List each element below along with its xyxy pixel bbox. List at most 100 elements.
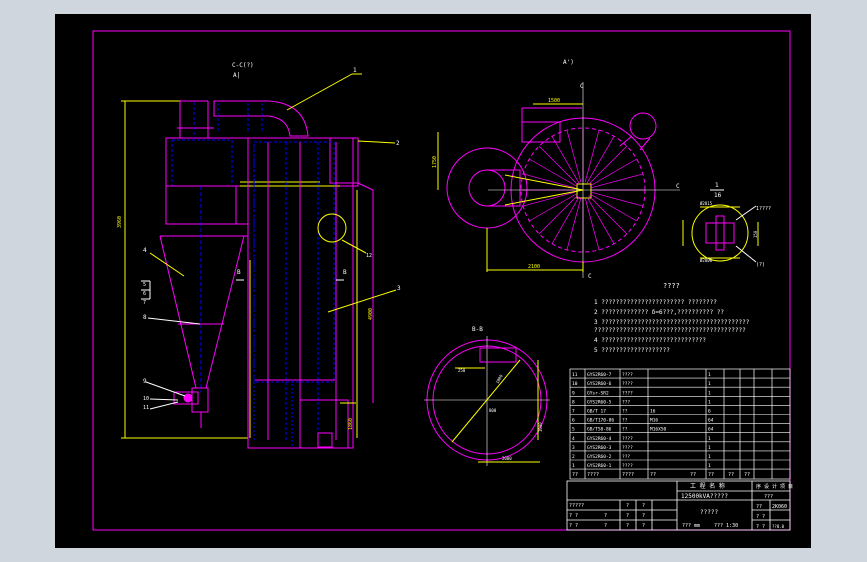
tb-sheet: ??? 1:30 xyxy=(714,523,738,529)
tb-rev: ??0.0 xyxy=(772,524,785,529)
drawing-sheet: C-C(?) A| 3960 xyxy=(55,14,811,548)
plan-view-title: A') xyxy=(563,59,574,66)
note-line-5: 4 ????????????????????????????? xyxy=(594,337,706,344)
callout-1: 1 xyxy=(353,67,357,74)
detail-view: 1 16 Ø2815 150 Ø2800 1???? (?) xyxy=(682,182,771,268)
section-mark-c2: C xyxy=(676,183,680,190)
tb-scale: ??? mm xyxy=(682,523,700,529)
plan-spoke xyxy=(523,191,576,207)
plan-spoke xyxy=(529,158,577,187)
dim-plan-height: 1750 xyxy=(432,156,438,168)
bom-cell: GB/T 17 xyxy=(587,409,606,415)
bom-cell: ?? xyxy=(622,427,628,433)
bom-cell: 1 xyxy=(708,390,711,396)
section-mark-b1: B xyxy=(237,269,241,276)
bom-cell: ???? xyxy=(622,436,633,442)
bom-cell: ?? xyxy=(622,418,628,424)
bom-header-cell: ???? xyxy=(587,472,599,478)
note-line-1: 1 ??????????????????????? ???????? xyxy=(594,299,717,306)
tb-left-r2: ? ? xyxy=(569,513,578,519)
bom-cell: 9 xyxy=(572,390,575,396)
note-line-4: ????????????????????????????????????????… xyxy=(594,327,746,334)
sec-dim-right: 1000 xyxy=(538,422,543,432)
title-block xyxy=(566,480,791,531)
callout-6: 6 xyxy=(143,291,146,297)
bom-cell: GYS2R60-4 xyxy=(587,436,612,442)
plan-spoke xyxy=(588,145,628,185)
bom-cell: 8 xyxy=(572,399,575,405)
tb-left-r1: ????? xyxy=(569,503,584,509)
callout-12: 12 xyxy=(366,253,372,259)
side-elevation-view: C-C(?) A| 3960 xyxy=(117,62,397,449)
bom-cell: ???? xyxy=(622,372,633,378)
bom-cell: ??? xyxy=(622,454,630,460)
dim-height-right: 4900 xyxy=(368,308,374,320)
bom-cell: 11 xyxy=(572,372,578,378)
bom-cell: M16 xyxy=(650,418,658,424)
cad-drawing: C-C(?) A| 3960 xyxy=(92,30,793,531)
callout-9: 9 xyxy=(143,378,147,385)
bom-cell: GYS2R60-3 xyxy=(587,445,612,451)
plan-spoke xyxy=(586,136,615,184)
plan-spoke xyxy=(586,196,615,244)
sec-dim-mid: 800 xyxy=(489,408,497,413)
callout-11: 11 xyxy=(143,405,149,411)
tb-left-r2-c3: ? xyxy=(642,513,645,519)
tb-right-r2: ? ? xyxy=(756,514,765,520)
bom-cell: GB/T58-86 xyxy=(587,427,612,433)
tb-design-unit: 序 设 计 项 目 xyxy=(756,483,793,490)
dim-height-total: 3960 xyxy=(117,216,123,228)
plan-spoke xyxy=(529,193,577,222)
bom-cell: GYS2R60-5 xyxy=(587,399,612,405)
bom-cell: 1 xyxy=(708,381,711,387)
tb-stage: ??? xyxy=(764,494,773,500)
tb-left-r1-c2: ? xyxy=(626,503,629,509)
side-view-title: C-C(?) xyxy=(232,62,254,69)
plan-spoke xyxy=(551,196,580,244)
plan-spoke xyxy=(566,130,582,183)
plan-spoke xyxy=(589,158,637,187)
bom-cell: 1 xyxy=(708,399,711,405)
section-mark-c1: C xyxy=(580,83,584,90)
bom-cell: 64 xyxy=(708,418,714,424)
bom-cell: 4 xyxy=(572,436,575,442)
bom-cell: 7 xyxy=(572,409,575,415)
section-mark-c3: C xyxy=(588,273,592,280)
dim-height-bottom: 1860 xyxy=(348,418,354,430)
callout-10: 10 xyxy=(143,396,149,402)
detail-dim-w: Ø2815 xyxy=(700,201,713,206)
bom-cell: ?? xyxy=(622,409,628,415)
tb-drawing-name: ????? xyxy=(700,509,718,516)
tb-drawing-no: 2K060 xyxy=(772,504,787,510)
plan-spoke xyxy=(566,197,582,250)
bom-header-cell: ?? xyxy=(744,472,750,478)
bom-cell: 1 xyxy=(708,372,711,378)
bom-cell: GYS2R60-1 xyxy=(587,463,612,469)
note-line-6: 5 ??????????????????? xyxy=(594,347,670,354)
bom-cell: 3 xyxy=(572,445,575,451)
callout-2: 2 xyxy=(396,140,400,147)
section-bb-view: B-B 250 1880 800 1000 2000 xyxy=(424,326,550,466)
note-line-3: 3 ??????????????????????????????????????… xyxy=(594,319,750,326)
bom-cell: GB/T170-86 xyxy=(587,418,614,424)
bom-cell: GYsr-SR2 xyxy=(587,390,609,396)
plan-spoke xyxy=(584,197,600,250)
bom-cell: ??? xyxy=(622,399,630,405)
tb-left-r3-c3: ? xyxy=(642,523,645,529)
dim-plan-width: 1500 xyxy=(548,98,560,104)
bom-cell: GYS2R60-2 xyxy=(587,454,612,460)
bom-cell: 1 xyxy=(708,436,711,442)
plan-spoke xyxy=(523,173,576,189)
plan-view: A') 1500 1750 2100 C C C xyxy=(432,59,680,280)
tb-left-r3-c1: ? xyxy=(604,523,607,529)
bom-cell: 1 xyxy=(708,454,711,460)
detail-note: 1???? xyxy=(756,206,771,212)
sec-dim-bottom: 2000 xyxy=(502,456,512,461)
inner-border xyxy=(92,30,791,531)
notes-title: ???? xyxy=(663,282,680,290)
callout-8: 8 xyxy=(143,314,147,321)
bom-cell: ???? xyxy=(622,463,633,469)
bom-cell: 6 xyxy=(572,418,575,424)
bom-header-cell: ?? xyxy=(728,472,734,478)
